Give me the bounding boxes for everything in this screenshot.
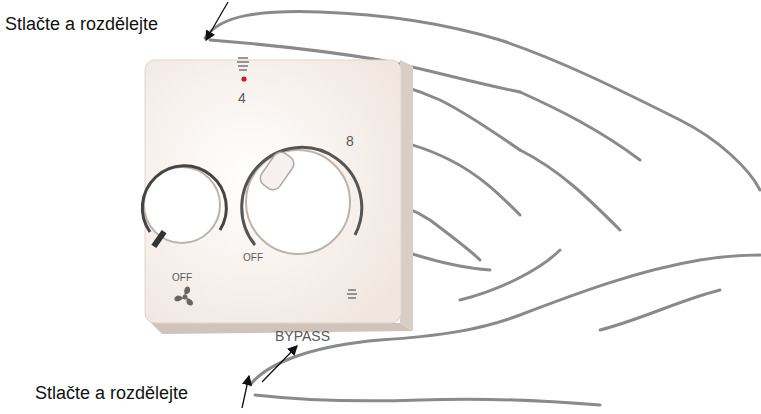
- leader-arrow: [242, 376, 249, 408]
- fan-symbol: [173, 287, 194, 307]
- instruction-label: Stlačte a rozdělejte: [35, 383, 188, 404]
- panel-face: [145, 60, 401, 323]
- knob-scale: [242, 147, 362, 245]
- knob-pointer: [151, 230, 166, 248]
- leader-arrow: [206, 2, 228, 40]
- knob-grip: [257, 149, 297, 193]
- status-led: [241, 76, 246, 81]
- off-mark: OFF: [243, 252, 263, 263]
- off-mark: OFF: [172, 272, 192, 283]
- knob-scale: [142, 166, 226, 232]
- panel-side: [400, 60, 413, 331]
- scale-number: 8: [346, 133, 354, 149]
- control-panel: 48OFFOFFBYPASS: [145, 60, 401, 323]
- bypass-knob: [246, 150, 350, 254]
- instruction-label: Stlačte a rozdělejte: [5, 14, 158, 35]
- bypass-icon: [237, 58, 357, 298]
- leader-arrow: [262, 346, 297, 382]
- scale-number: 4: [238, 90, 246, 106]
- mode-label: BYPASS: [275, 328, 330, 344]
